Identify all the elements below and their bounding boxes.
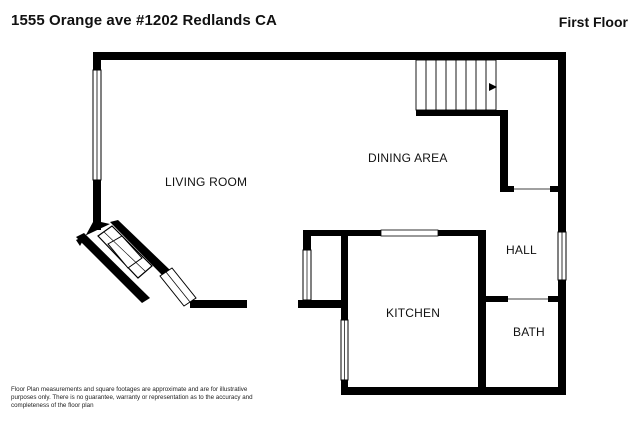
staircase [415, 59, 497, 111]
exterior-walls [93, 52, 566, 395]
door-openings [508, 188, 550, 300]
right-window [557, 231, 567, 281]
kitchen-pass-through [380, 229, 439, 237]
disclaimer-text: Floor Plan measurements and square foota… [11, 386, 253, 409]
floor-label: First Floor [558, 14, 628, 30]
bay-walls [76, 220, 247, 308]
fireplace [97, 225, 153, 279]
interior-walls [298, 110, 566, 395]
room-label-bath: BATH [513, 325, 545, 339]
room-label-hall: HALL [506, 243, 537, 257]
bay-window [159, 267, 197, 307]
room-label-dining-area: DINING AREA [368, 151, 448, 165]
room-label-living-room: LIVING ROOM [165, 175, 248, 189]
address-title: 1555 Orange ave #1202 Redlands CA [11, 12, 277, 29]
kitchen-window [302, 249, 349, 381]
left-window [92, 69, 102, 181]
room-label-kitchen: KITCHEN [386, 306, 441, 320]
